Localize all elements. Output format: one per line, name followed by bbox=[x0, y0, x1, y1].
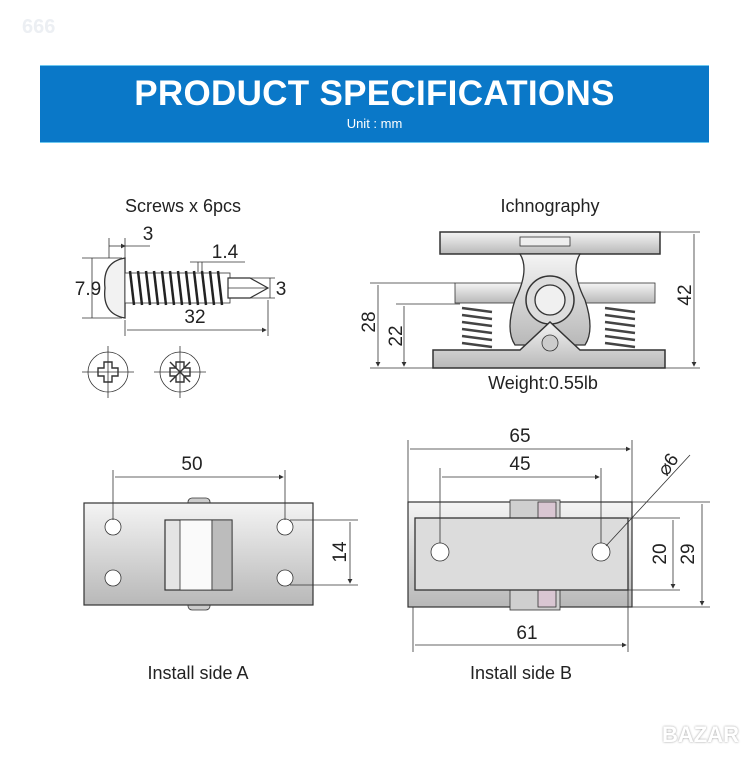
spring-icon bbox=[461, 306, 493, 349]
watermark-bottom: BAZAR bbox=[662, 722, 739, 747]
dim-inner-height: 20 bbox=[650, 543, 671, 564]
page-title: PRODUCT SPECIFICATIONS bbox=[134, 74, 615, 113]
dim-outer-width: 65 bbox=[509, 426, 530, 447]
install-side-b-drawing bbox=[407, 440, 710, 652]
dim-head-width: 3 bbox=[143, 224, 154, 245]
dim-outer-height: 29 bbox=[678, 543, 699, 564]
watermark-top: 666 bbox=[22, 16, 56, 38]
dim-hole-diameter: ⌀6 bbox=[654, 450, 684, 480]
weight-label: Weight:0.55lb bbox=[488, 373, 598, 393]
pozidriv-head-icon bbox=[154, 346, 206, 398]
dim-spring-height: 22 bbox=[386, 325, 407, 346]
dim-arm-height: 28 bbox=[359, 311, 380, 332]
dim-inner-width: 61 bbox=[516, 623, 537, 644]
screw-drawing bbox=[82, 238, 275, 336]
dim-head-diameter: 7.9 bbox=[75, 279, 101, 300]
dim-hole-spacing-y: 14 bbox=[330, 541, 351, 563]
side-b-label: Install side B bbox=[470, 663, 572, 683]
screws-title: Screws x 6pcs bbox=[125, 196, 241, 216]
side-a-label: Install side A bbox=[147, 663, 248, 683]
dim-hole-spacing-x: 50 bbox=[181, 454, 202, 475]
dim-thread-pitch: 1.4 bbox=[212, 242, 239, 263]
spring-icon bbox=[604, 306, 636, 349]
ichnography-title: Ichnography bbox=[500, 196, 599, 216]
dim-shank-diameter: 3 bbox=[276, 279, 287, 300]
spec-banner: PRODUCT SPECIFICATIONS Unit : mm bbox=[40, 65, 709, 143]
unit-label: Unit : mm bbox=[346, 116, 403, 131]
dim-hole-spacing: 45 bbox=[509, 454, 530, 475]
install-side-a-drawing bbox=[83, 470, 358, 611]
phillips-head-icon bbox=[82, 346, 134, 398]
hinge-side-view bbox=[370, 231, 700, 369]
dim-total-height: 42 bbox=[675, 284, 696, 305]
dim-screw-length: 32 bbox=[184, 307, 205, 328]
